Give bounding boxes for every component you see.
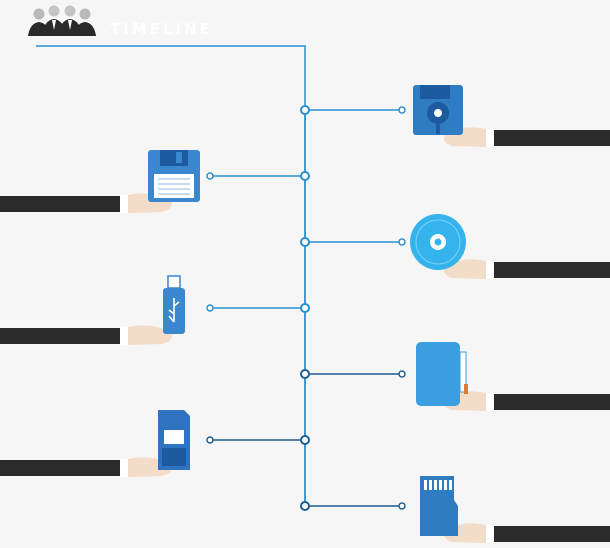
branch-node (398, 370, 406, 378)
cd-disc-icon (410, 214, 466, 270)
arm-sleeve (0, 460, 122, 476)
timeline-item-floppy-disk (413, 85, 610, 147)
arm-cuff (486, 525, 494, 543)
timeline-items (0, 85, 610, 543)
branch-node (398, 106, 406, 114)
micro-sd-contact (444, 480, 447, 490)
arm-cuff (120, 195, 128, 213)
timeline-item-floppy-disk-5-25 (0, 150, 200, 213)
arm-sleeve (492, 394, 610, 410)
spine-node (300, 435, 310, 445)
branch-node (398, 502, 406, 510)
spine-node (300, 501, 310, 511)
sd-card-icon (158, 410, 190, 470)
branch-node (206, 304, 214, 312)
arm-cuff (486, 261, 494, 279)
hard-drive-icon (416, 342, 468, 406)
spine-node (300, 369, 310, 379)
usb-drive-icon (163, 275, 185, 334)
micro-sd-contact (449, 480, 452, 490)
usb-symbol (168, 298, 180, 323)
arm-cuff (120, 459, 128, 477)
spine-node (300, 105, 310, 115)
arm-cuff (486, 393, 494, 411)
spine-node (300, 303, 310, 313)
micro-sd-contact (424, 480, 427, 490)
floppy-shutter-hole (176, 152, 182, 163)
hand (128, 325, 172, 345)
floppy-hub-center (434, 109, 442, 117)
arm-sleeve (492, 262, 610, 278)
floppy-notch (436, 124, 440, 134)
arm-cuff (120, 327, 128, 345)
hard-drive-body (416, 342, 460, 406)
micro-sd-card-icon (420, 476, 458, 536)
floppy-disk-icon (413, 85, 463, 135)
floppy-shutter (160, 150, 188, 166)
arm-sleeve (492, 526, 610, 542)
branch-node (206, 172, 214, 180)
micro-sd-contact (429, 480, 432, 490)
cd-hole (434, 238, 442, 246)
timeline-item-sd-card (0, 410, 190, 477)
arm-sleeve (0, 196, 122, 212)
micro-sd-body (420, 476, 458, 536)
timeline-item-micro-sd-card (420, 476, 610, 543)
arm-sleeve (0, 328, 122, 344)
spine-node (300, 237, 310, 247)
branch-node (398, 238, 406, 246)
usb-plug (167, 275, 181, 289)
people-group-icon (28, 5, 96, 36)
micro-sd-contact (439, 480, 442, 490)
sd-card-lower (162, 448, 186, 466)
floppy-shutter (420, 85, 450, 99)
floppy-disk-large-icon (148, 150, 200, 202)
hard-drive-cable (464, 384, 468, 394)
timeline-item-cd-disc (410, 214, 610, 279)
hard-drive-side (459, 351, 467, 393)
timeline-title: TIMELINE (110, 20, 213, 38)
header-connector-line (36, 45, 306, 110)
branch-node (206, 436, 214, 444)
spine-node (300, 171, 310, 181)
sd-card-label (164, 430, 184, 444)
timeline-item-usb-flash-drive (0, 275, 185, 345)
cd-ring (415, 219, 461, 265)
arm-sleeve (492, 130, 610, 146)
micro-sd-contact (434, 480, 437, 490)
timeline-item-portable-hard-drive (416, 342, 610, 411)
timeline-lines (36, 45, 406, 511)
arm-cuff (486, 129, 494, 147)
